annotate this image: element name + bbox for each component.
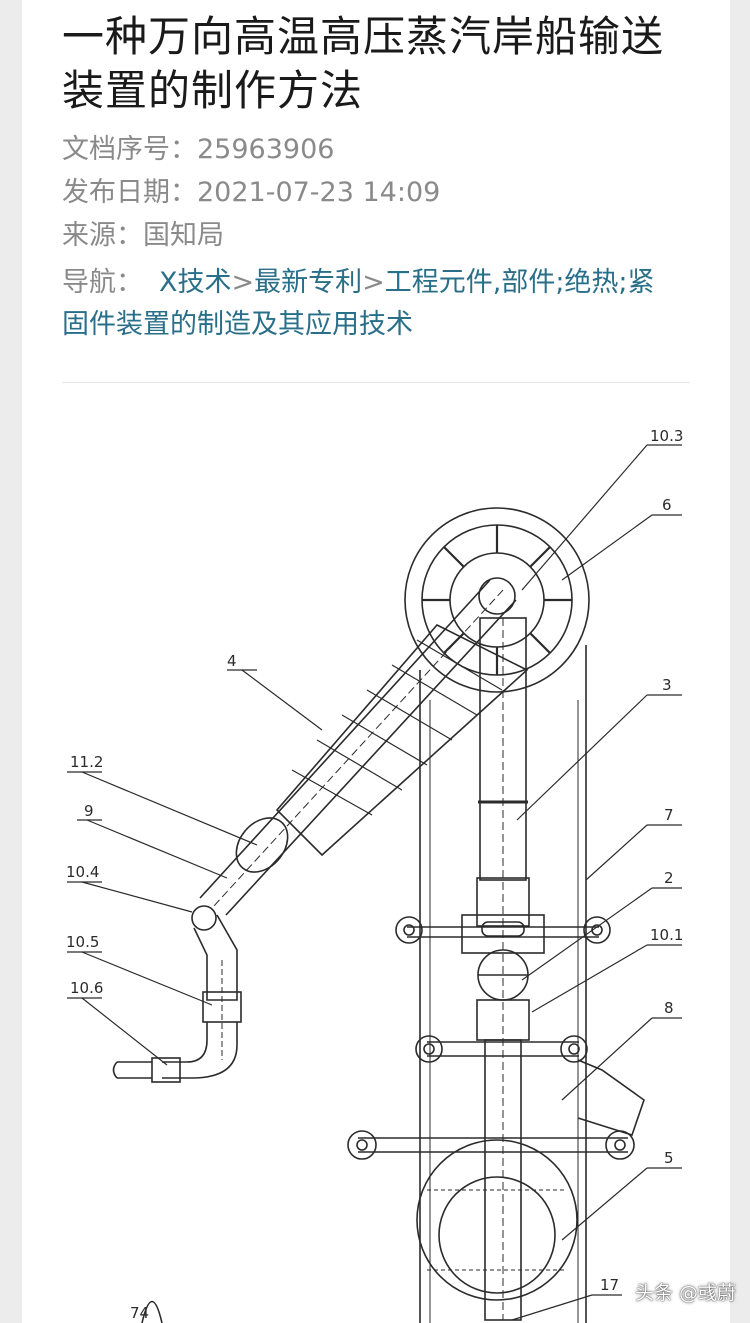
breadcrumb-label: 导航： <box>62 267 143 298</box>
label-7: 7 <box>664 806 674 824</box>
label-17: 17 <box>600 1276 619 1294</box>
publish-date-value: 2021-07-23 14:09 <box>197 177 441 208</box>
label-10-5: 10.5 <box>66 933 99 951</box>
label-10-4: 10.4 <box>66 863 99 881</box>
label-2: 2 <box>664 869 674 887</box>
label-11-2: 11.2 <box>70 753 103 771</box>
doc-number-label: 文档序号： <box>62 134 197 165</box>
patent-drawing: 10.3 6 4 3 11.2 9 7 10.4 2 10.1 10.5 8 1… <box>66 427 683 1323</box>
label-10-3: 10.3 <box>650 427 683 445</box>
publish-date-label: 发布日期： <box>62 177 197 208</box>
label-5: 5 <box>664 1149 674 1167</box>
article-title: 一种万向高温高压蒸汽岸船输送装置的制作方法 <box>62 12 665 115</box>
source-label: 来源： <box>62 220 143 251</box>
label-6: 6 <box>662 496 672 514</box>
label-9: 9 <box>84 802 94 820</box>
label-3: 3 <box>662 676 672 694</box>
breadcrumb-link-x-tech[interactable]: X技术 <box>159 267 232 298</box>
label-4: 4 <box>227 652 237 670</box>
source-value: 国知局 <box>143 220 224 251</box>
label-10-1: 10.1 <box>650 926 683 944</box>
breadcrumb-link-category[interactable]: 工程元件,部件;绝热;紧固件装置的制造及其应用技术 <box>62 267 655 340</box>
divider <box>62 382 690 383</box>
breadcrumb-separator: > <box>231 267 255 298</box>
doc-number-value: 25963906 <box>197 134 335 165</box>
breadcrumb: 导航：X技术>最新专利>工程元件,部件;绝热;紧固件装置的制造及其应用技术 <box>62 262 662 346</box>
article-page: 一种万向高温高压蒸汽岸船输送装置的制作方法 文档序号：25963906 发布日期… <box>22 0 730 1323</box>
label-8: 8 <box>664 999 674 1017</box>
breadcrumb-separator: > <box>362 267 385 298</box>
breadcrumb-link-latest-patents[interactable]: 最新专利 <box>254 267 363 298</box>
doc-number-row: 文档序号：25963906 <box>62 132 334 168</box>
source-row: 来源：国知局 <box>62 218 224 254</box>
wheel-outer <box>404 507 590 693</box>
label-10-6: 10.6 <box>70 979 103 997</box>
publish-date-row: 发布日期：2021-07-23 14:09 <box>62 175 440 211</box>
watermark: 头条 @彧蔚 <box>634 1282 736 1304</box>
label-74: 74 <box>130 1304 149 1322</box>
